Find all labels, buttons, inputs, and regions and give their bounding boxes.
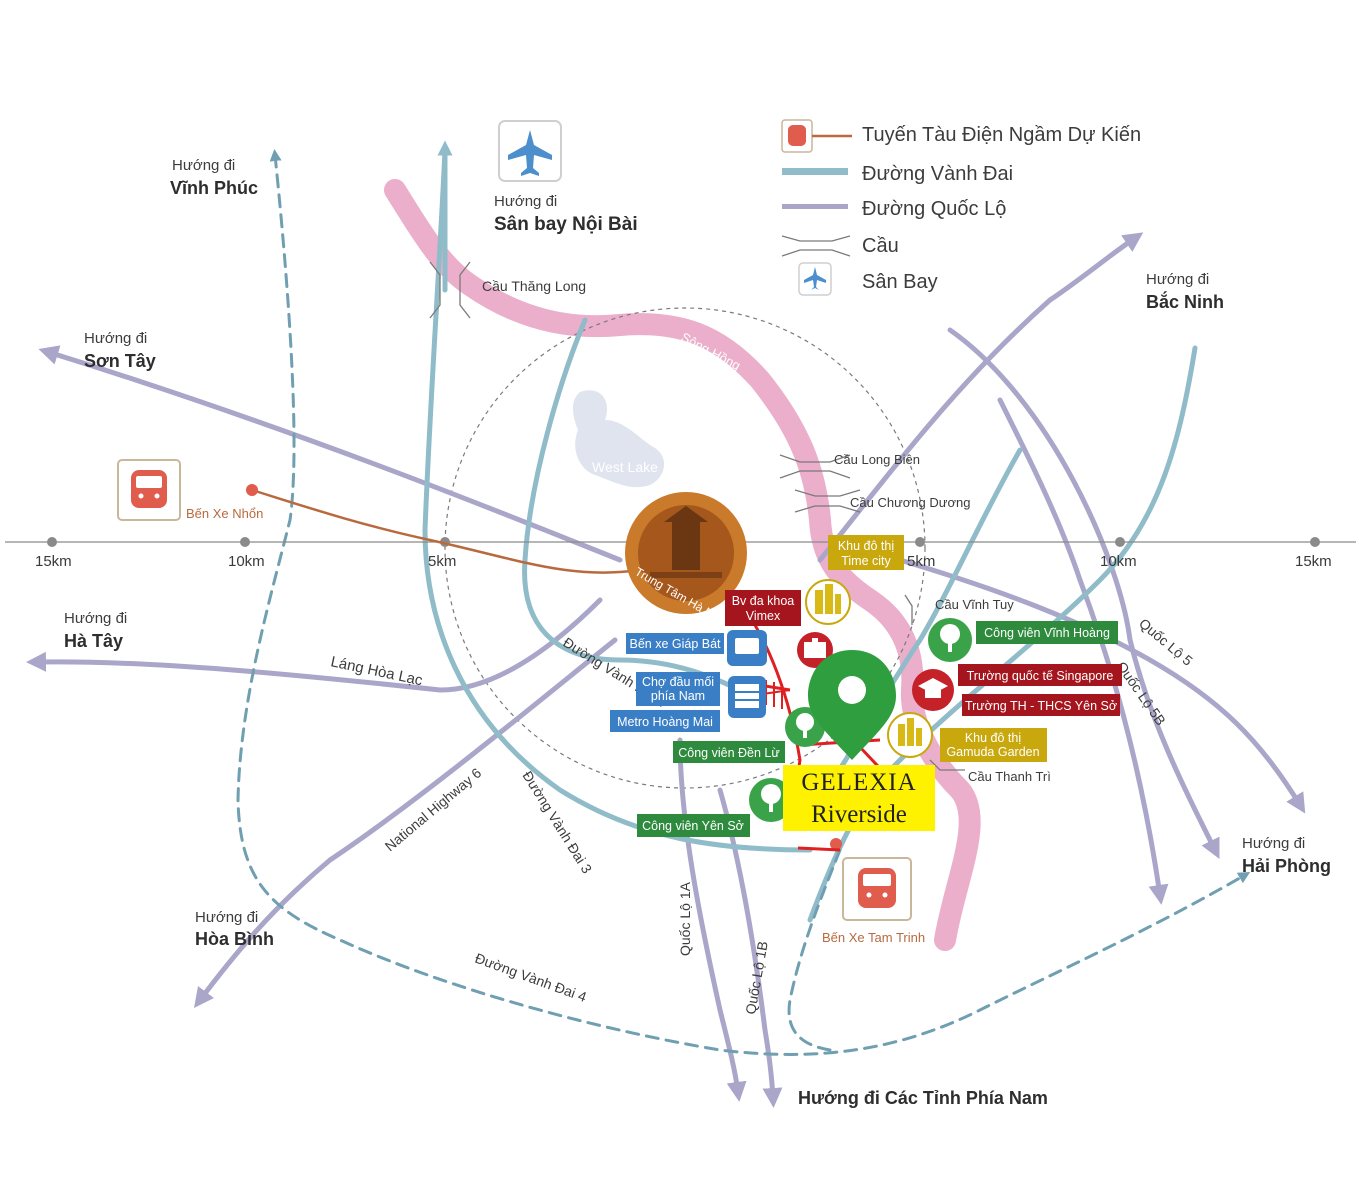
times-city-icon	[805, 579, 851, 625]
dir-bac-ninh: Bắc Ninh	[1146, 291, 1224, 312]
hospital-icon	[797, 632, 833, 668]
ring-road-4	[236, 149, 1251, 1056]
hanoi-center-badge	[625, 492, 747, 614]
ben-xe-tam-trinh-label: Bến Xe Tam Trinh	[822, 930, 925, 945]
project-name-line2: Riverside	[811, 801, 907, 828]
dir-hai-phong-pre: Hướng đi	[1242, 835, 1305, 852]
svg-text:phía Nam: phía Nam	[651, 689, 705, 703]
dir-son-tay: Sơn Tây	[84, 351, 156, 371]
legend-ring-road: Đường Vành Đai	[862, 163, 1013, 185]
legend-bridge: Cầu	[862, 235, 899, 257]
dir-vinh-phuc-pre: Hướng đi	[172, 157, 235, 174]
gamuda-icon	[887, 712, 933, 758]
metro-line	[251, 488, 641, 574]
poi-gamuda: Khu đô thị Gamuda Garden	[940, 728, 1047, 762]
bridge-thanh-tri: Cầu Thanh Trì	[968, 769, 1051, 784]
project-label: GELEXIA Riverside	[783, 765, 935, 831]
road-label-ql1a: Quốc Lộ 1A	[677, 881, 693, 956]
scale-15km-right: 15km	[1295, 553, 1332, 570]
legend-highway: Đường Quốc Lộ	[862, 198, 1006, 220]
airport-icon	[498, 120, 562, 182]
location-pin-icon	[808, 650, 896, 760]
svg-text:Time city: Time city	[841, 554, 891, 568]
svg-text:Công viên Đền Lừ: Công viên Đền Lừ	[678, 746, 779, 760]
dir-son-tay-pre: Hướng đi	[84, 330, 147, 347]
poi-vimex: Bv đa khoa Vimex	[725, 590, 801, 626]
svg-text:Công viên Yên Sở: Công viên Yên Sở	[642, 819, 744, 833]
svg-text:Vimex: Vimex	[746, 609, 781, 623]
legend-airport: Sân Bay	[862, 271, 938, 293]
dir-noi-bai: Sân bay Nội Bài	[494, 214, 638, 235]
svg-text:Gamuda Garden: Gamuda Garden	[946, 745, 1039, 759]
dir-hoa-binh-pre: Hướng đi	[195, 909, 258, 926]
svg-text:Bv đa khoa: Bv đa khoa	[732, 594, 795, 608]
park-yen-so-icon	[749, 778, 793, 822]
poi-th-thcs-yen-so: Trường TH - THCS Yên Sở	[962, 694, 1120, 716]
school-icon	[912, 669, 954, 711]
poi-metro-hoang-mai: Metro Hoàng Mai	[610, 710, 720, 732]
poi-cv-yen-so: Công viên Yên Sở	[637, 814, 750, 837]
west-lake-label: West Lake	[592, 459, 658, 475]
svg-text:Chợ đầu mối: Chợ đầu mối	[642, 675, 714, 689]
ben-xe-tam-trinh-icon	[842, 857, 912, 921]
bus-station-icon	[727, 630, 767, 666]
poi-cv-den-lu: Công viên Đền Lừ	[673, 741, 785, 763]
bridge-long-bien: Cầu Long Biên	[834, 452, 920, 467]
svg-text:Trường TH - THCS Yên Sở: Trường TH - THCS Yên Sở	[965, 699, 1117, 713]
ben-xe-nhon-label: Bến Xe Nhổn	[186, 506, 263, 521]
svg-text:Khu đô thị: Khu đô thị	[838, 539, 894, 553]
bridge-vinh-tuy: Cầu Vĩnh Tuy	[935, 597, 1014, 612]
scale-10km-right: 10km	[1100, 553, 1137, 570]
road-label-vanh-dai-3: Đường Vành Đai 3	[519, 768, 595, 876]
poi-giap-bat: Bến xe Giáp Bát	[626, 633, 724, 654]
bridge-thang-long: Cầu Thăng Long	[482, 278, 586, 294]
svg-text:Metro Hoàng Mai: Metro Hoàng Mai	[617, 715, 713, 729]
market-icon	[728, 676, 766, 718]
dir-bac-ninh-pre: Hướng đi	[1146, 271, 1209, 288]
park-vinh-hoang-icon	[928, 618, 972, 662]
dir-ha-tay: Hà Tây	[64, 631, 123, 651]
dir-vinh-phuc: Vĩnh Phúc	[170, 178, 258, 198]
scale-5km-left: 5km	[428, 553, 456, 570]
poi-cv-vinh-hoang: Công viên Vĩnh Hoàng	[976, 621, 1118, 644]
svg-text:Bến xe Giáp Bát: Bến xe Giáp Bát	[629, 637, 721, 651]
scale-15km-left: 15km	[35, 553, 72, 570]
svg-text:Công viên Vĩnh Hoàng: Công viên Vĩnh Hoàng	[984, 626, 1110, 640]
svg-text:Khu đô thị: Khu đô thị	[965, 731, 1021, 745]
scale-10km-left: 10km	[228, 553, 265, 570]
poi-times-city: Khu đô thị Time city	[828, 535, 904, 570]
project-name-line1: GELEXIA	[801, 769, 916, 796]
svg-text:Trường quốc tế Singapore: Trường quốc tế Singapore	[967, 669, 1114, 683]
poi-cho-dau-moi: Chợ đầu mối phía Nam	[636, 672, 720, 706]
road-label-ql5: Quốc Lộ 5	[1136, 615, 1196, 669]
scale-5km-right: 5km	[907, 553, 935, 570]
dir-south: Hướng đi Các Tỉnh Phía Nam	[798, 1088, 1048, 1108]
poi-singapore-school: Trường quốc tế Singapore	[958, 664, 1122, 686]
road-son-tay	[38, 345, 623, 563]
dir-noi-bai-pre: Hướng đi	[494, 193, 557, 210]
legend: Tuyến Tàu Điện Ngầm Dự Kiến Đường Vành Đ…	[781, 119, 1141, 296]
legend-metro: Tuyến Tàu Điện Ngầm Dự Kiến	[862, 124, 1141, 146]
dir-hai-phong: Hải Phòng	[1242, 856, 1331, 876]
ben-xe-nhon-icon	[117, 459, 181, 521]
dir-ha-tay-pre: Hướng đi	[64, 610, 127, 627]
road-label-ql1b: Quốc Lộ 1B	[742, 940, 771, 1016]
dir-hoa-binh: Hòa Bình	[195, 929, 274, 949]
ring-road-4-south	[787, 848, 842, 1052]
bridge-chuong-duong: Cầu Chương Dương	[850, 495, 970, 510]
